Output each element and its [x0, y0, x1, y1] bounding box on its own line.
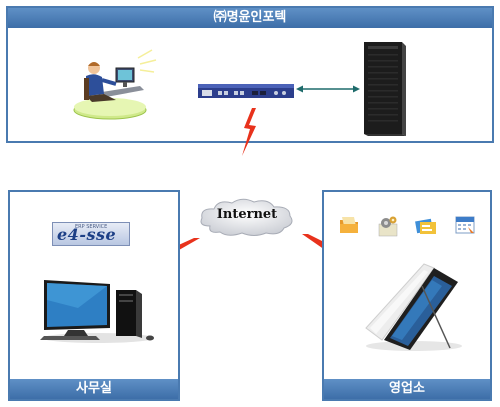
app-icon-calendar	[455, 216, 475, 234]
app-icon-folder	[340, 217, 358, 233]
internet-cloud-icon	[200, 198, 293, 236]
logo-text: e4-sse	[57, 225, 117, 244]
bidirectional-arrow-icon	[296, 85, 360, 93]
desktop-computer-icon	[40, 280, 154, 343]
app-icon-cards	[415, 218, 436, 234]
app-icon-gears	[378, 216, 398, 237]
network-switch-icon	[198, 84, 294, 98]
server-tower-icon	[364, 42, 406, 136]
internet-label: Internet	[216, 207, 278, 222]
smartphone-icon	[365, 263, 462, 351]
sales-office-title: 영업소	[324, 379, 490, 399]
logo-caption: ERP SERVICE	[75, 224, 108, 230]
lightning-bolt-icon	[242, 108, 256, 156]
user-at-computer-icon	[73, 49, 157, 120]
office-title: 사무실	[10, 379, 178, 399]
erp-logo-badge: ERP SERVICE e4-sse	[52, 222, 130, 246]
headquarters-title: ㈜명윤인포텍	[8, 8, 492, 28]
